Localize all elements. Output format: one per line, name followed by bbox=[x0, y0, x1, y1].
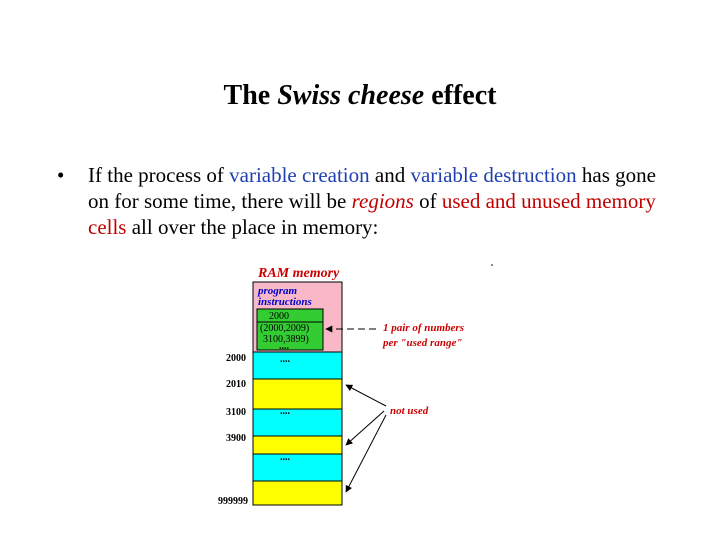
title-part-1: The bbox=[223, 80, 278, 111]
bullet-seg-2: and bbox=[369, 163, 411, 187]
pair-2: 3100,3899) bbox=[263, 334, 309, 345]
block-free-2 bbox=[252, 435, 343, 455]
pair-dots: .... bbox=[279, 341, 290, 352]
program-label-1: program bbox=[257, 285, 298, 297]
address-999999: 999999 bbox=[218, 496, 248, 507]
program-label-2: instructions bbox=[258, 296, 312, 308]
bullet-seg-3: variable destruction bbox=[410, 163, 577, 187]
bullet-marker: • bbox=[57, 163, 65, 187]
block-dots-2: .... bbox=[280, 406, 291, 417]
bullet-seg-7: used and unused memory cells bbox=[88, 189, 656, 239]
address-2000: 2000 bbox=[226, 353, 246, 364]
bullet-seg-4: has gone on for some time, there will be bbox=[88, 163, 656, 213]
annotation-pair-2: per "used range" bbox=[382, 337, 462, 349]
address-2010: 2010 bbox=[226, 379, 246, 390]
address-3100: 3100 bbox=[226, 407, 246, 418]
bullet-seg-8: all over the place in memory: bbox=[126, 215, 379, 239]
pair-list-box bbox=[256, 321, 324, 351]
bullet-seg-1: variable creation bbox=[229, 163, 370, 187]
bullet-seg-5: regions bbox=[351, 189, 414, 213]
green-cell bbox=[256, 308, 324, 323]
address-3900: 3900 bbox=[226, 433, 246, 444]
ram-header: RAM memory bbox=[257, 266, 340, 281]
bullet-text: If the process of variable creation and … bbox=[88, 162, 658, 240]
block-free-3 bbox=[252, 480, 343, 506]
block-used-2 bbox=[252, 408, 343, 437]
stray-dot bbox=[491, 264, 493, 266]
block-free-1 bbox=[252, 378, 343, 410]
block-used-1 bbox=[252, 351, 343, 380]
pair-1: (2000,2009) bbox=[260, 323, 309, 334]
annotation-not-used: not used bbox=[390, 405, 429, 417]
title-part-2: Swiss cheese bbox=[277, 80, 425, 111]
green-cell-value: 2000 bbox=[269, 311, 289, 322]
block-dots-1: .... bbox=[280, 354, 291, 365]
annotation-pair-1: 1 pair of numbers bbox=[383, 322, 464, 334]
block-dots-3: .... bbox=[280, 452, 291, 463]
bullet-seg-6: of bbox=[413, 189, 442, 213]
not-used-arrow-1 bbox=[345, 384, 387, 407]
not-used-arrow-3 bbox=[345, 414, 387, 493]
title-part-3: effect bbox=[424, 80, 497, 111]
bullet-seg-0: If the process of bbox=[88, 163, 230, 187]
not-used-arrow-2 bbox=[345, 410, 385, 446]
block-used-3 bbox=[252, 453, 343, 482]
slide-title: The Swiss cheese effect bbox=[0, 78, 720, 114]
